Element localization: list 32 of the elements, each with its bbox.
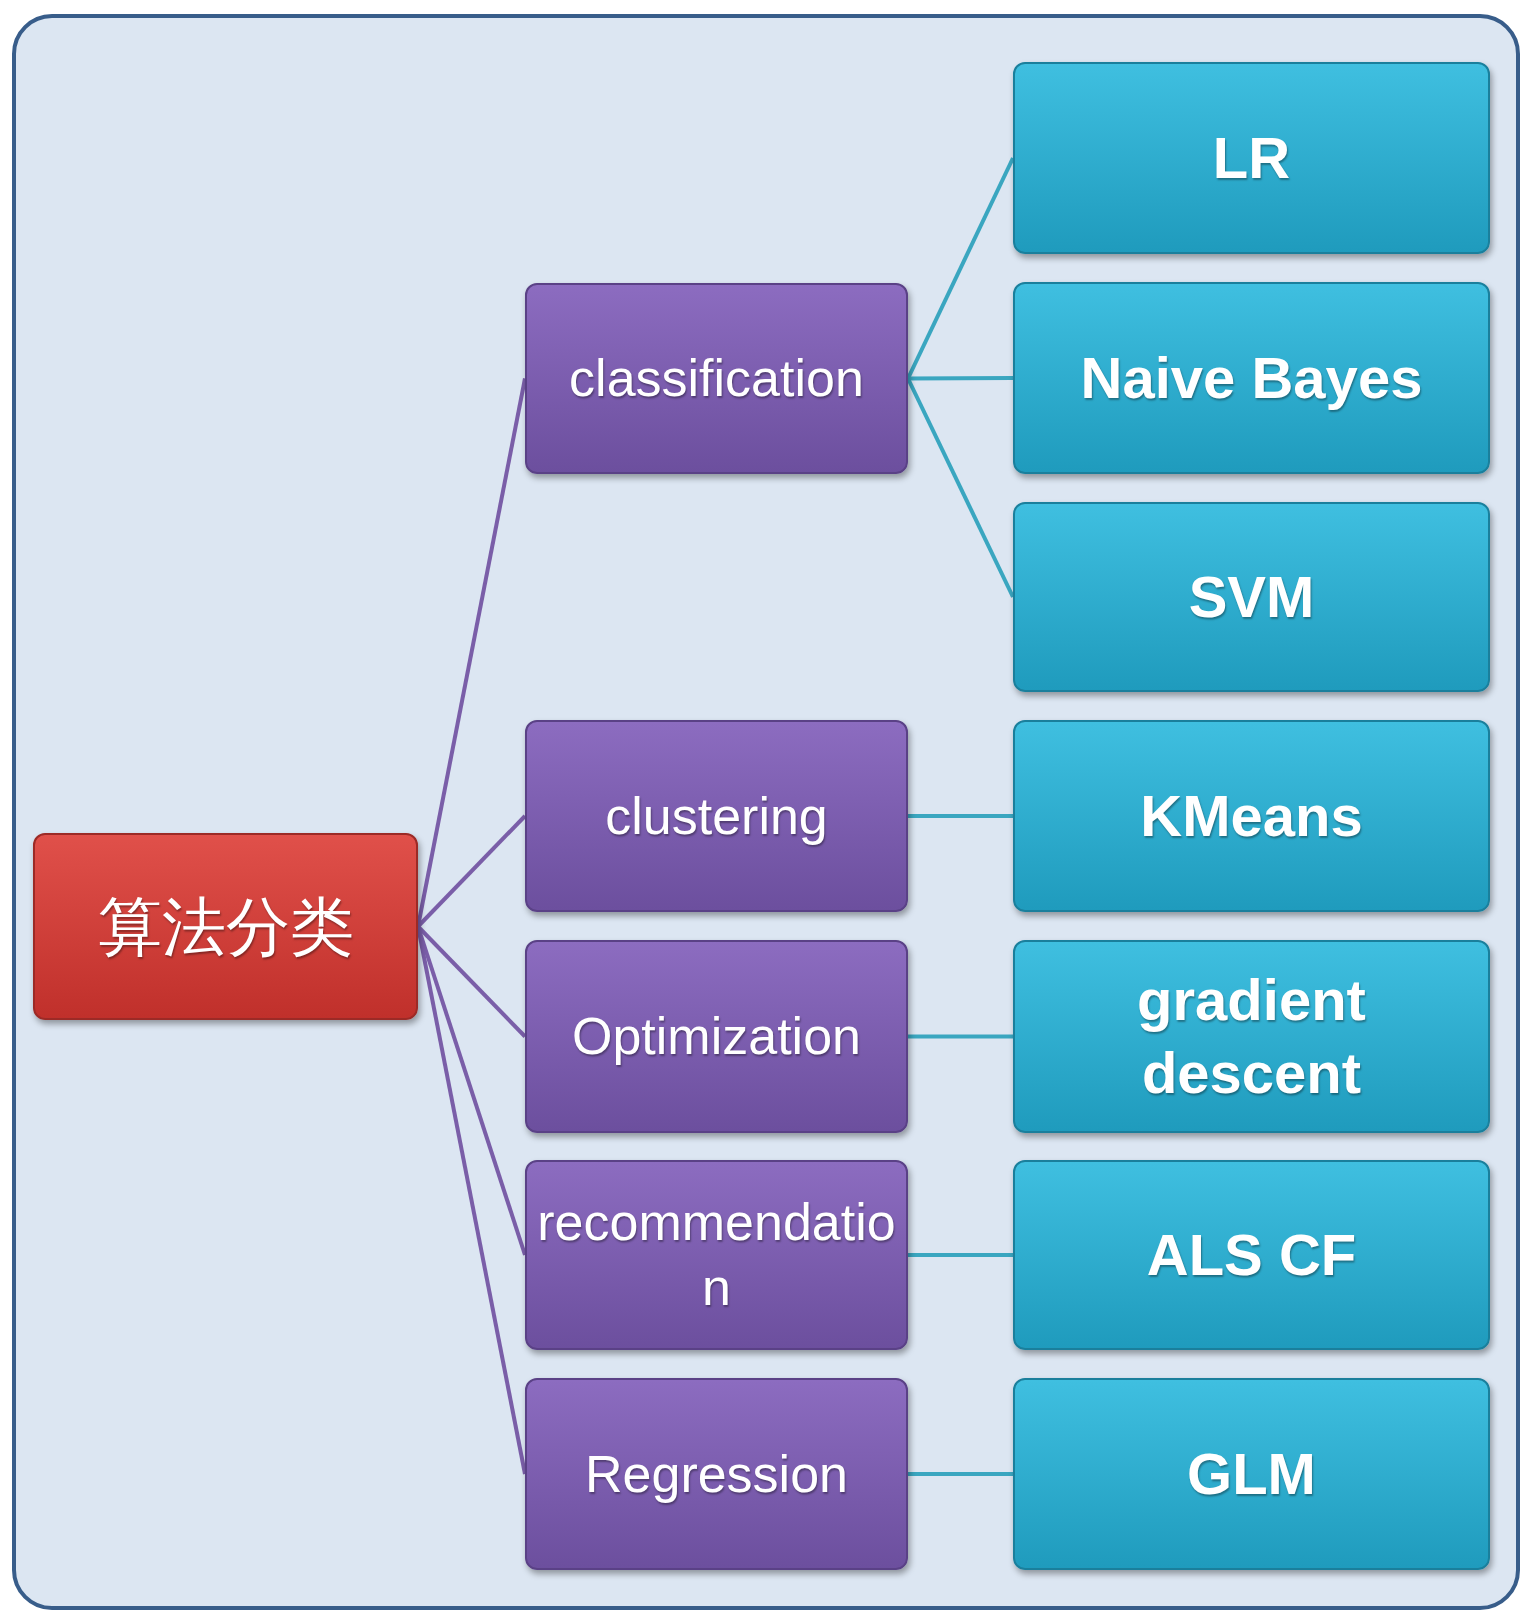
algorithm-box — [1013, 940, 1490, 1133]
algorithm-box — [1013, 1378, 1490, 1570]
algorithm-label: LR — [1212, 123, 1291, 192]
connector-line — [908, 814, 1013, 818]
category-label: classification — [569, 348, 864, 409]
algorithm-box — [1013, 1160, 1490, 1350]
category-box — [525, 1378, 908, 1570]
connector-line — [908, 1472, 1013, 1476]
algorithm-box — [1013, 62, 1490, 254]
category-label: clustering — [605, 785, 828, 847]
connector-line — [906, 377, 1015, 598]
algorithm-label: KMeans — [1140, 781, 1363, 850]
category-box — [525, 283, 908, 474]
algorithm-label: Naive Bayes — [1080, 343, 1423, 412]
algorithm-label: gradient descent — [1136, 966, 1367, 1107]
algorithm-label: SVM — [1188, 562, 1315, 631]
category-title: 算法分类 — [97, 889, 354, 965]
connector-line — [908, 1253, 1013, 1257]
category-box — [525, 720, 908, 912]
category-label: Optimization — [572, 1006, 861, 1067]
root-box — [33, 833, 418, 1020]
algorithm-box — [1013, 282, 1490, 474]
algorithm-box — [1013, 720, 1490, 912]
category-box — [525, 940, 908, 1133]
category-box — [525, 1160, 908, 1350]
algorithm-label: GLM — [1187, 1439, 1316, 1508]
connector-line — [908, 376, 1013, 381]
connector-line — [908, 1034, 1013, 1039]
category-label: Regression — [585, 1443, 848, 1505]
algorithm-label: ALS CF — [1146, 1220, 1357, 1289]
algorithm-box — [1013, 502, 1490, 692]
category-label: recommendation — [536, 1192, 897, 1318]
